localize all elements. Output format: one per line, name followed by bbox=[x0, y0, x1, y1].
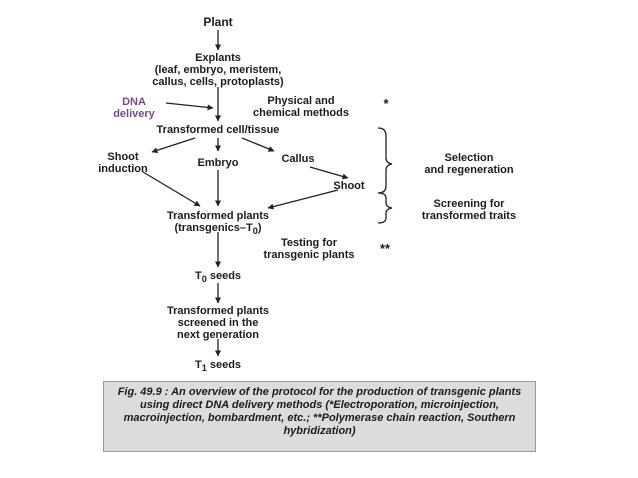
t0-prefix: T bbox=[194, 270, 202, 282]
caption-text: An overview of the protocol for the prod… bbox=[123, 386, 522, 437]
physical-star: * bbox=[383, 96, 389, 111]
node-physical-methods: Physical and chemical methods bbox=[226, 95, 376, 119]
node-shoot-induction: Shoot induction bbox=[88, 151, 158, 175]
shoot-induction-line1: Shoot bbox=[107, 151, 139, 163]
arrow-cell-callus bbox=[241, 137, 275, 152]
label-selection: Selection and regeneration bbox=[394, 152, 544, 176]
screening-line2: transformed traits bbox=[421, 210, 517, 222]
selection-line2: and regeneration bbox=[424, 164, 514, 176]
t1-sub: 1 bbox=[201, 363, 207, 374]
explants-line1: (leaf, embryo, meristem, bbox=[154, 64, 282, 76]
t0-sub: 0 bbox=[201, 274, 207, 285]
caption-label: Fig. 49.9 : bbox=[117, 386, 169, 398]
transformed-plants-close: ) bbox=[257, 222, 262, 234]
node-testing: Testing for transgenic plants bbox=[244, 237, 374, 261]
node-screened-next-gen: Transformed plants screened in the next … bbox=[118, 305, 318, 341]
transformed-plants-line2: (transgenics–T0) bbox=[128, 222, 308, 237]
dna-line2: delivery bbox=[113, 108, 155, 120]
node-transformed-plants: Transformed plants (transgenics–T0) bbox=[128, 210, 308, 237]
dna-line1: DNA bbox=[122, 96, 146, 108]
node-t0-seeds: T0 seeds bbox=[168, 270, 268, 285]
selection-line1: Selection bbox=[444, 152, 494, 164]
testing-line2: transgenic plants bbox=[263, 249, 355, 261]
explants-title: Explants bbox=[195, 52, 241, 64]
transformed-plants-line1: Transformed plants bbox=[166, 210, 270, 222]
node-embryo: Embryo bbox=[197, 157, 239, 169]
shoot-induction-line2: induction bbox=[98, 163, 148, 175]
node-transformed-cell: Transformed cell/tissue bbox=[156, 124, 280, 136]
t0-suffix: seeds bbox=[206, 270, 242, 282]
arrow-dna-delivery bbox=[165, 102, 214, 111]
screening-line1: Screening for bbox=[433, 198, 505, 210]
physical-line1: Physical and bbox=[267, 95, 335, 107]
t1-prefix: T bbox=[194, 359, 202, 371]
t1-suffix: seeds bbox=[206, 359, 242, 371]
node-explants: Explants (leaf, embryo, meristem, callus… bbox=[108, 52, 328, 88]
node-dna-delivery: DNA delivery bbox=[104, 96, 164, 120]
testing-line1: Testing for bbox=[280, 237, 337, 249]
transformed-plants-sub: 0 bbox=[252, 226, 258, 237]
label-screening: Screening for transformed traits bbox=[394, 198, 544, 222]
testing-star: ** bbox=[379, 241, 391, 256]
physical-line2: chemical methods bbox=[253, 107, 349, 119]
node-callus: Callus bbox=[281, 153, 315, 165]
node-t1-seeds: T1 seeds bbox=[168, 359, 268, 374]
brace-screening bbox=[377, 192, 393, 224]
arrow-cell-shoot-induction bbox=[151, 137, 196, 154]
arrow-shootind-plants bbox=[142, 171, 201, 207]
screened-line3: next generation bbox=[177, 329, 259, 341]
arrow-shoot-plants bbox=[267, 189, 339, 210]
screened-line2: screened in the bbox=[177, 317, 259, 329]
explants-line2: callus, cells, protoplasts) bbox=[152, 76, 284, 88]
transformed-plants-line2-text: (transgenics–T bbox=[174, 222, 253, 234]
brace-selection bbox=[377, 127, 393, 194]
node-shoot: Shoot bbox=[333, 180, 365, 192]
node-plant: Plant bbox=[203, 15, 233, 29]
arrow-callus-shoot bbox=[309, 166, 349, 180]
screened-line1: Transformed plants bbox=[166, 305, 270, 317]
figure-caption: Fig. 49.9 : An overview of the protocol … bbox=[103, 381, 536, 452]
